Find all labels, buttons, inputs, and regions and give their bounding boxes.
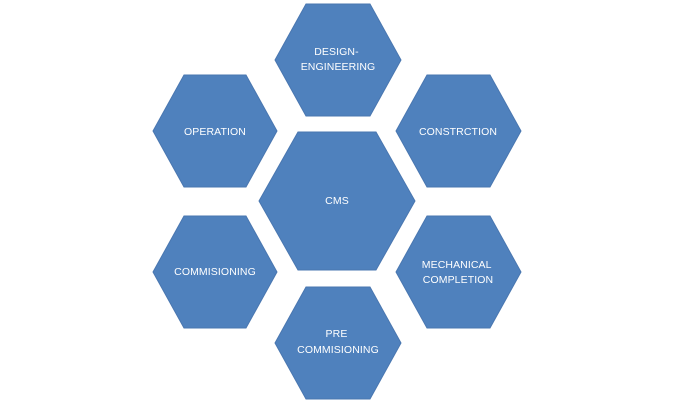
hexagon-commissioning (152, 215, 278, 329)
hex-node-mechanical-completion: MECHANICAL COMPLETION (395, 215, 522, 329)
label-design-engineering-line-2: ENGINEERING (301, 61, 376, 73)
hex-node-pre-commissioning: PRE COMMISIONING (274, 286, 402, 400)
hexagon-construction (395, 74, 522, 188)
hexagon-design-engineering (274, 3, 402, 117)
label-operation: OPERATION (184, 126, 246, 138)
hex-node-design-engineering: DESIGN- ENGINEERING (274, 3, 402, 117)
hexagon-operation (152, 74, 278, 188)
label-mechanical-completion-line-1: MECHANICAL (422, 259, 492, 271)
label-design-engineering: DESIGN- ENGINEERING (301, 46, 376, 73)
label-mechanical-completion: MECHANICAL COMPLETION (422, 259, 495, 286)
label-commissioning-line-1: COMMISIONING (174, 266, 256, 278)
label-construction: CONSTRCTION (419, 126, 497, 138)
label-mechanical-completion-line-2: COMPLETION (423, 274, 493, 286)
hex-node-construction: CONSTRCTION (395, 74, 522, 188)
label-cms: CMS (325, 195, 349, 207)
label-pre-commissioning-line-2: COMMISIONING (297, 344, 379, 356)
label-operation-line-1: OPERATION (184, 126, 246, 138)
hex-node-commissioning: COMMISIONING (152, 215, 278, 329)
label-pre-commissioning: PRE COMMISIONING (297, 328, 379, 356)
hex-node-cms: CMS (258, 131, 416, 271)
label-cms-line-1: CMS (325, 195, 349, 207)
hex-node-operation: OPERATION (152, 74, 278, 188)
hexagon-pre-commissioning (274, 286, 402, 400)
hexagon-cms (258, 131, 416, 271)
label-commissioning: COMMISIONING (174, 266, 256, 278)
label-pre-commissioning-line-1: PRE (326, 328, 348, 340)
label-construction-line-1: CONSTRCTION (419, 126, 497, 138)
hexagon-mechanical-completion (395, 215, 522, 329)
label-design-engineering-line-1: DESIGN- (314, 46, 359, 58)
